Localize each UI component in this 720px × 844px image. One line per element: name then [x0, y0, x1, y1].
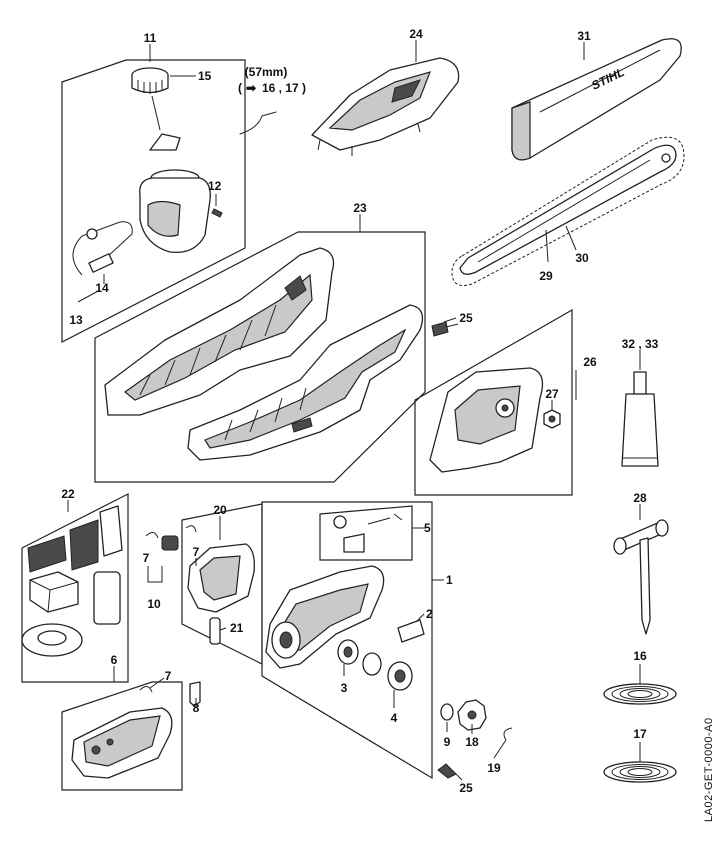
hose-coil-17-part: [603, 761, 677, 783]
combination-wrench-part: [613, 519, 669, 635]
label-6: 6: [111, 653, 118, 667]
hose-piece-part: [239, 111, 277, 135]
motor-bracket-part: [185, 525, 255, 645]
label-15: 15: [198, 69, 212, 83]
washer-part: [440, 703, 454, 721]
label-20: 20: [213, 503, 227, 517]
label-9: 9: [444, 735, 451, 749]
label-7-a: 7: [143, 551, 150, 565]
lube-tube-part: [621, 371, 659, 467]
oil-tank-part: [139, 169, 211, 254]
label-8: 8: [193, 701, 200, 715]
bearing-part: [337, 639, 359, 665]
e-clip-part: [503, 727, 513, 741]
saw-chain-part: [451, 136, 685, 286]
housing-shell-right: [187, 304, 424, 461]
label-7-c: 7: [165, 669, 172, 683]
motor-part: [71, 707, 173, 779]
stud-part: [397, 619, 425, 643]
gearbox-part: [265, 565, 385, 669]
label-24: 24: [409, 27, 423, 41]
sprocket-cover-frame: [414, 308, 573, 496]
label-26: 26: [583, 355, 597, 369]
bearing-pair-part: [362, 652, 413, 691]
oil-tank-frame: [61, 59, 246, 343]
label-31: 31: [577, 29, 591, 43]
bar-cover-part: [511, 38, 682, 161]
hose-ref-paren-close: ): [302, 81, 306, 95]
screw-part-25b: [437, 763, 457, 779]
label-16: 16: [633, 649, 647, 663]
label-7-b: 7: [193, 545, 200, 559]
label-25-bottom: 25: [459, 781, 473, 795]
label-1: 1: [446, 573, 453, 587]
label-21: 21: [230, 621, 244, 635]
gearbox-frame: [261, 501, 433, 780]
clip-part: [139, 686, 153, 693]
sprocket-part: [457, 699, 487, 731]
drawing-code: LA02-GET-0000-A0: [703, 717, 715, 822]
hose-size-note: (57mm): [245, 65, 288, 79]
label-12: 12: [208, 179, 222, 193]
label-32-33: 32 , 33: [622, 337, 659, 351]
clip-and-cap-part: [145, 532, 179, 583]
leader-lines: [67, 40, 641, 781]
nut-part: [543, 409, 561, 429]
label-11: 11: [144, 31, 157, 45]
label-4: 4: [391, 711, 398, 725]
hose-coil-16-part: [603, 683, 677, 705]
label-25-top: 25: [459, 311, 473, 325]
oil-cap-part: [131, 67, 169, 94]
label-13: 13: [69, 313, 83, 327]
kit-parts: [21, 505, 123, 657]
adjuster-parts: [319, 505, 413, 561]
label-30: 30: [575, 251, 589, 265]
label-29: 29: [539, 269, 553, 283]
motor-frame: [61, 681, 183, 791]
housing-shell-left: [104, 247, 335, 416]
label-3: 3: [341, 681, 348, 695]
label-10: 10: [147, 597, 161, 611]
oil-hose-part: [72, 221, 133, 276]
label-18: 18: [465, 735, 479, 749]
housing-frame: [94, 231, 426, 483]
hose-ref-paren-open: (: [238, 81, 242, 95]
oil-cap-strap: [151, 95, 161, 131]
label-22: 22: [61, 487, 75, 501]
guide-bar-part: [459, 144, 677, 275]
screw-part-25: [431, 321, 459, 337]
top-cover-part: [311, 57, 460, 156]
label-2: 2: [426, 607, 433, 621]
label-17: 17: [633, 727, 647, 741]
label-14: 14: [95, 281, 109, 295]
label-28: 28: [633, 491, 647, 505]
hose-ref-note: 16 , 17: [262, 81, 299, 95]
label-27: 27: [545, 387, 559, 401]
sprocket-cover-part: [429, 367, 544, 473]
label-5: 5: [424, 521, 431, 535]
screw-part-8: [189, 681, 201, 707]
hose-ref-arrow-icon: ➡: [246, 81, 257, 95]
label-23: 23: [353, 201, 367, 215]
label-19: 19: [487, 761, 501, 775]
strap-clip-part: [149, 133, 181, 151]
screw-part: [211, 208, 223, 218]
